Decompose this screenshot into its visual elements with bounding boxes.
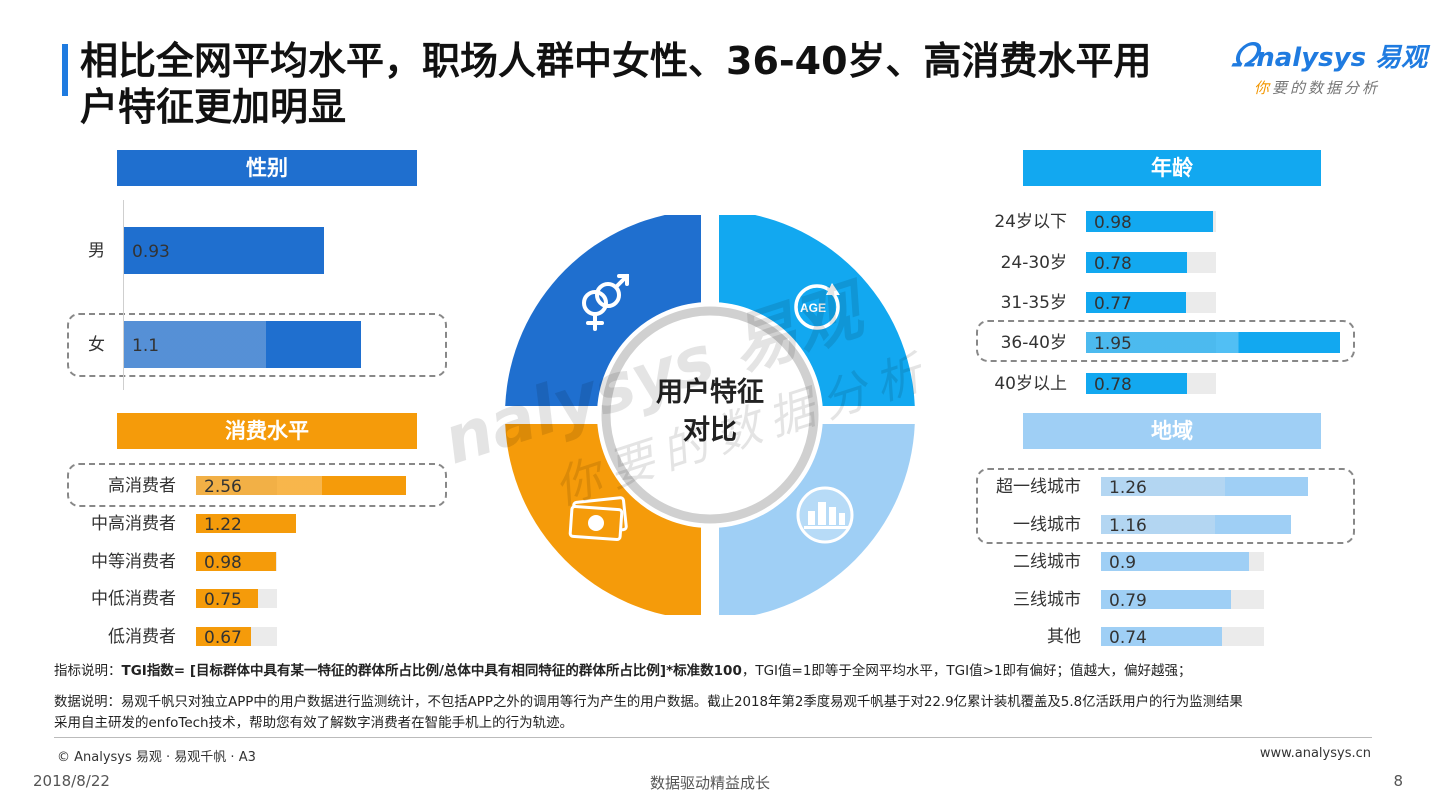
bar-value-label: 0.93 [132,241,170,262]
data-note-line1: 数据说明：易观千帆只对独立APP中的用户数据进行监测统计，不包括APP之外的调用… [54,695,1243,710]
bar-category-label: 低消费者 [108,626,176,647]
bar-fill [1086,373,1188,394]
donut-inner-white [597,302,823,528]
bar-fill [1086,292,1187,313]
bar-category-label: 二线城市 [1013,551,1081,572]
bar-fill [1101,477,1308,496]
page-title-line2: 户特征更加明显 [80,85,347,129]
bar-value-label: 0.9 [1109,552,1137,573]
footer-divider [54,737,1372,738]
bar-fill [196,514,297,533]
bar-category-label: 其他 [1047,626,1081,647]
footer-copyright: © Analysys 易观 · 易观千帆 · A3 [57,750,256,765]
age-icon-label: AGE [800,301,826,315]
bar-category-label: 24-30岁 [1000,252,1067,273]
age-section-header: 年龄 [1023,150,1321,186]
brand-logo: 𝛺nalysys 易观 你要的数据分析 [1232,36,1428,97]
footer-date: 2018/8/22 [33,772,110,790]
spending-section-header: 消费水平 [117,413,417,449]
bar-value-label: 1.22 [204,514,242,535]
bar-fill [124,227,324,274]
data-note-line2: 采用自主研发的enfoTech技术，帮助您有效了解数字消费者在智能手机上的行为轨… [54,715,574,731]
logo-slogan: 你要的数据分析 [1232,77,1412,98]
age-icon: AGE [794,283,840,330]
bar-value-label: 0.79 [1109,590,1147,611]
bar-value-label: 0.75 [204,589,242,610]
bar-value-label: 0.78 [1094,374,1132,395]
bar-fill [1101,552,1249,571]
bar-category-label: 31-35岁 [1000,292,1067,313]
tgi-note-rest: ，TGI值=1即等于全网平均水平，TGI值>1即有偏好；值越大，偏好越强； [741,663,1192,679]
bar-category-label: 中高消费者 [91,513,176,534]
bar-category-label: 高消费者 [108,475,176,496]
bar-fill [1086,252,1188,273]
bar-fill [1086,332,1340,353]
bar-value-label: 0.74 [1109,627,1147,648]
bar-value-label: 2.56 [204,476,242,497]
bar-value-label: 1.16 [1109,515,1147,536]
highlight-frame-tier1-cities [976,468,1355,544]
bar-value-label: 1.95 [1094,333,1132,354]
bar-value-label: 1.1 [132,335,160,356]
center-label-line2: 对比 [683,415,737,446]
tgi-note-formula: TGI指数= [目标群体中具有某一特征的群体所占比例/总体中具有相同特征的群体所… [121,663,742,679]
page-title-line1: 相比全网平均水平，职场人群中女性、36-40岁、高消费水平用 [80,39,1152,83]
highlight-frame-high-spender [67,463,447,507]
bar-fill [196,552,277,571]
bar-fill [196,476,406,495]
bar-fill [1086,211,1214,232]
bar-value-label: 0.78 [1094,253,1132,274]
bar-fill [196,627,251,646]
bar-fill [1101,515,1292,534]
logo-slogan-rest: 要的数据分析 [1272,79,1381,97]
tgi-note: 指标说明：TGI指数= [目标群体中具有某一特征的群体所占比例/总体中具有相同特… [54,659,1192,679]
bar-fill [1101,590,1231,609]
bar-fill [196,589,258,608]
highlight-frame-female [67,313,447,377]
bar-category-label: 超一线城市 [996,476,1081,497]
city-icon [796,486,854,544]
tgi-note-prefix: 指标说明： [54,663,122,679]
center-donut-diagram: AGE 用户特征 对比 [505,215,915,615]
center-label-line1: 用户特征 [656,376,764,408]
footer-website[interactable]: www.analysys.cn [1259,746,1371,761]
bar-category-label: 24岁以下 [994,211,1067,232]
bar-category-label: 女 [88,334,105,355]
footer-page-number: 8 [1393,772,1403,790]
logo-text: 𝛺nalysys 易观 [1232,36,1428,74]
footer-slogan: 数据驱动精益成长 [650,774,771,792]
highlight-frame-age-36-40 [976,320,1355,362]
page-title: 相比全网平均水平，职场人群中女性、36-40岁、高消费水平用 户特征更加明显 [80,38,1250,130]
bar-category-label: 三线城市 [1013,589,1081,610]
bar-value-label: 0.67 [204,627,242,648]
bar-value-label: 0.98 [204,552,242,573]
bar-category-label: 40岁以上 [994,373,1067,394]
bar-category-label: 一线城市 [1013,514,1081,535]
bar-value-label: 0.98 [1094,212,1132,233]
donut-inner-ring [601,306,819,524]
gender-section-header: 性别 [117,150,417,186]
bar-fill [124,321,361,368]
bar-category-label: 中低消费者 [91,588,176,609]
region-section-header: 地域 [1023,413,1321,449]
bar-category-label: 36-40岁 [1000,332,1067,353]
bar-category-label: 男 [88,240,105,261]
bar-category-label: 中等消费者 [91,551,176,572]
logo-brand: nalysys 易观 [1256,43,1428,73]
logo-slogan-ni: 你 [1254,79,1273,97]
title-accent-bar [62,44,68,96]
bar-value-label: 1.26 [1109,477,1147,498]
money-icon [568,496,628,542]
bar-fill [1101,627,1223,646]
chart-axis-line [123,200,124,390]
gender-icon [582,274,629,331]
bar-value-label: 0.77 [1094,293,1132,314]
